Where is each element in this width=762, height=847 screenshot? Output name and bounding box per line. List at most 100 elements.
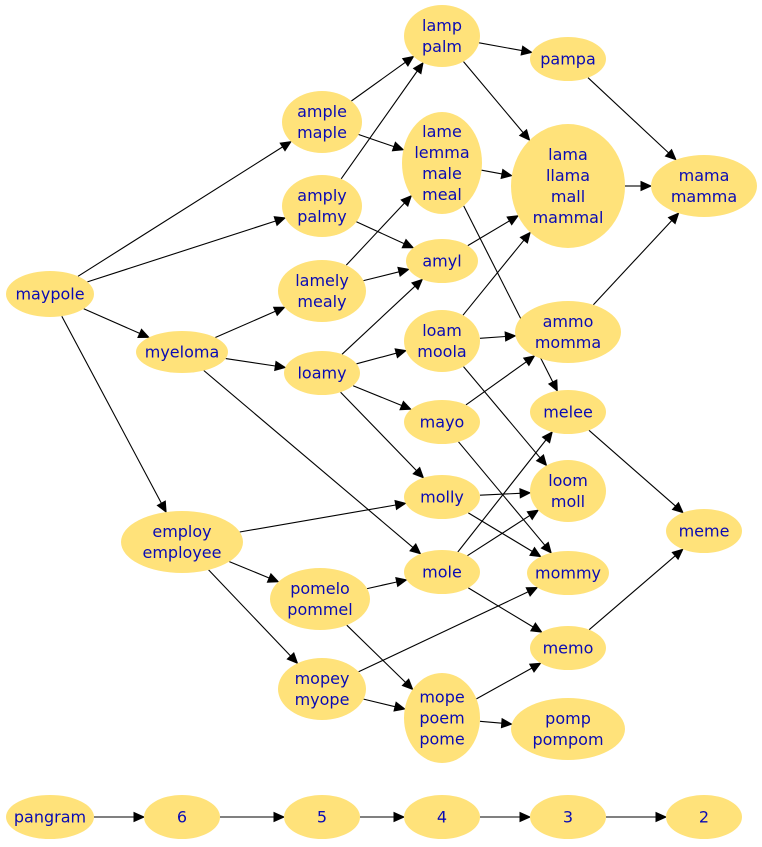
arrowhead-icon xyxy=(393,811,406,823)
node-label: myope xyxy=(295,690,350,709)
arrowhead-icon xyxy=(520,45,534,56)
node-ellipse xyxy=(530,37,606,81)
node-label: mopey xyxy=(295,669,350,688)
node-mayo: mayo xyxy=(404,400,480,444)
node-ellipse xyxy=(666,509,742,553)
node-pangram: pangram xyxy=(6,795,94,839)
node-label: ammo xyxy=(543,312,594,331)
node-ammo: ammo momma xyxy=(515,301,621,363)
edge-line xyxy=(588,429,676,507)
edge-line xyxy=(208,569,291,657)
arrowhead-icon xyxy=(518,128,531,142)
edge-mole-melee xyxy=(457,431,553,553)
arrowhead-icon xyxy=(671,548,684,561)
edge-line xyxy=(83,308,140,334)
arrowhead-icon xyxy=(519,231,531,244)
node-mole: mole xyxy=(404,550,480,594)
edge-mole-memo xyxy=(468,587,543,633)
arrowhead-icon xyxy=(529,622,543,633)
node-label: palmy xyxy=(297,207,346,226)
edge-loam-lama xyxy=(462,231,531,316)
node-myeloma: myeloma xyxy=(136,331,228,373)
node-label: 4 xyxy=(437,808,447,827)
edge-pomelo-mope xyxy=(346,624,414,691)
edge-line xyxy=(467,220,510,247)
arrowhead-icon xyxy=(412,466,425,479)
node-ellipse xyxy=(6,271,94,317)
arrowhead-icon xyxy=(671,501,684,514)
edge-lama-mama xyxy=(625,180,653,192)
arrowhead-icon xyxy=(399,400,413,411)
edge-line xyxy=(351,61,406,102)
arrowhead-icon xyxy=(519,488,532,499)
node-ellipse xyxy=(404,673,480,763)
arrowhead-icon xyxy=(394,348,408,359)
edge-line xyxy=(588,555,676,631)
node-label: pomp xyxy=(545,709,591,728)
edge-loamy-mayo xyxy=(352,385,413,411)
edge-n6-n5 xyxy=(220,811,286,823)
edge-line xyxy=(463,366,541,459)
edge-ammo-mama xyxy=(592,212,680,306)
edge-lame-lama xyxy=(481,168,513,180)
node-label: pome xyxy=(419,730,464,749)
arrowhead-icon xyxy=(529,546,542,558)
node-label: mamma xyxy=(671,187,737,206)
node-ellipse xyxy=(530,460,606,522)
node-label: mayo xyxy=(420,413,465,432)
node-ellipse xyxy=(527,551,609,595)
arrowhead-icon xyxy=(394,499,407,511)
arrowhead-icon xyxy=(411,278,424,291)
arrowhead-icon xyxy=(391,141,405,152)
edge-n3-n2 xyxy=(606,811,668,823)
node-label: lama xyxy=(548,145,588,164)
node-label: employ xyxy=(152,522,211,541)
edge-line xyxy=(463,61,524,133)
node-ellipse xyxy=(666,795,742,839)
node-label: pommel xyxy=(287,600,352,619)
arrowhead-icon xyxy=(504,331,517,342)
arrowhead-icon xyxy=(266,572,280,583)
edge-employ-pomelo xyxy=(229,561,280,583)
node-label: 6 xyxy=(177,808,187,827)
node-label: moola xyxy=(417,342,466,361)
node-mopey: mopey myope xyxy=(278,658,366,720)
edge-line xyxy=(229,561,270,579)
edge-line xyxy=(340,70,418,180)
node-ellipse xyxy=(651,155,757,217)
edge-mayo-mommy xyxy=(458,441,552,554)
arrowhead-icon xyxy=(286,652,299,665)
node-mommy: mommy xyxy=(527,551,609,595)
node-ellipse xyxy=(404,400,480,444)
node-ellipse xyxy=(6,795,94,839)
edge-maypole-amply xyxy=(87,216,287,283)
arrowhead-icon xyxy=(540,541,552,554)
node-ellipse xyxy=(144,795,220,839)
node-label: mama xyxy=(679,166,730,185)
node-label: momma xyxy=(535,333,601,352)
edge-ample-lamp xyxy=(351,55,415,102)
node-ellipse xyxy=(278,260,366,322)
arrowhead-icon xyxy=(500,168,513,180)
edge-line xyxy=(346,624,406,683)
edge-loamy-amyl xyxy=(341,278,424,355)
edge-line xyxy=(481,169,502,175)
edge-n4-n3 xyxy=(480,811,532,823)
node-ellipse xyxy=(282,175,362,237)
edge-amyl-lama xyxy=(467,215,520,247)
arrowhead-icon xyxy=(401,678,414,691)
edge-loam-loom xyxy=(463,366,548,467)
node-label: loamy xyxy=(297,364,346,383)
edge-loamy-molly xyxy=(340,391,425,479)
node-ellipse xyxy=(278,658,366,720)
edge-line xyxy=(476,667,533,700)
node-label: palm xyxy=(422,37,462,56)
node-label: 2 xyxy=(699,808,709,827)
edge-line xyxy=(366,581,397,590)
